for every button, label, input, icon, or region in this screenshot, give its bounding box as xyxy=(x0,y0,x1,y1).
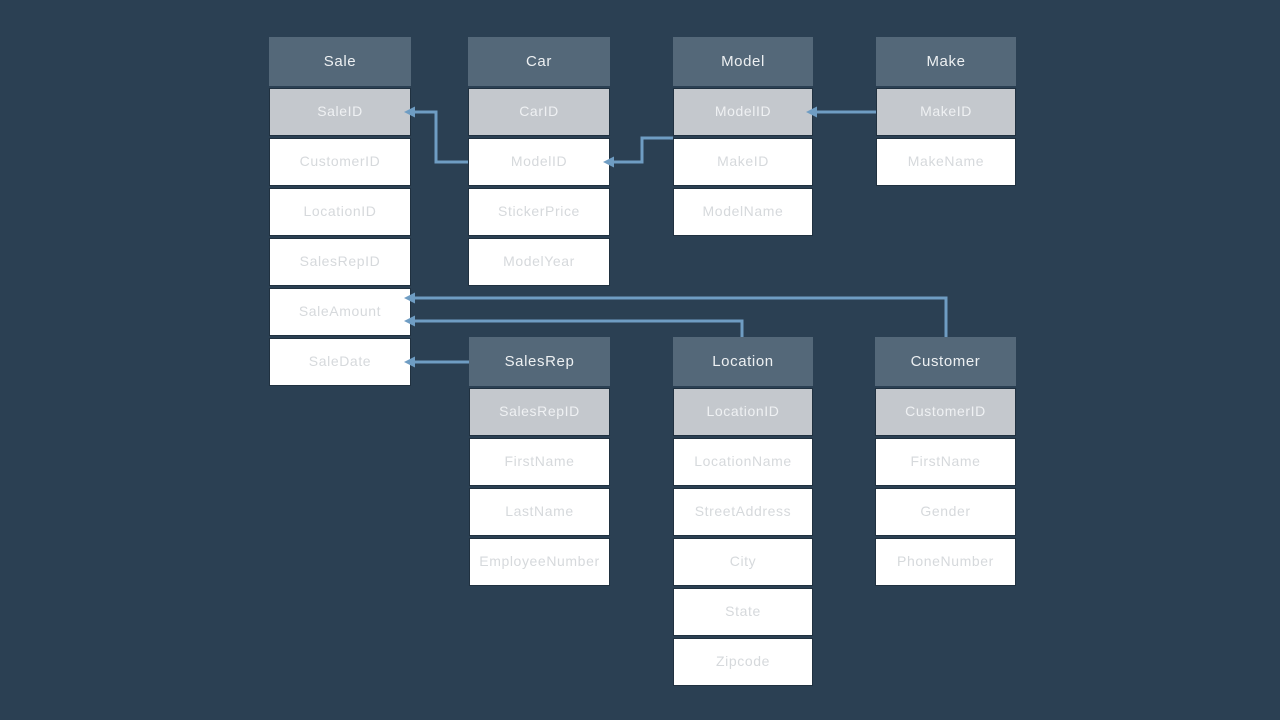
field-model-modelname: ModelName xyxy=(673,188,813,236)
field-salesrep-firstname: FirstName xyxy=(469,438,610,486)
field-customer-firstname: FirstName xyxy=(875,438,1016,486)
field-model-makeid: MakeID xyxy=(673,138,813,186)
connector-sale-saleid-to-car-modelid xyxy=(411,110,468,164)
table-model-title: Model xyxy=(673,37,813,86)
field-customer-phonenumber: PhoneNumber xyxy=(875,538,1016,586)
field-model-modelid: ModelID xyxy=(673,88,813,136)
field-sale-saleid: SaleID xyxy=(269,88,411,136)
field-car-modelyear: ModelYear xyxy=(468,238,610,286)
field-customer-customerid: CustomerID xyxy=(875,388,1016,436)
connector-car-modelid-to-model-modelid xyxy=(610,136,673,164)
field-salesrep-lastname: LastName xyxy=(469,488,610,536)
field-location-zipcode: Zipcode xyxy=(673,638,813,686)
field-location-streetaddress: StreetAddress xyxy=(673,488,813,536)
table-car-title: Car xyxy=(468,37,610,86)
connector-sale-to-customer xyxy=(411,296,948,337)
field-sale-saledate: SaleDate xyxy=(269,338,411,386)
field-customer-gender: Gender xyxy=(875,488,1016,536)
field-sale-locationid: LocationID xyxy=(269,188,411,236)
table-location-title: Location xyxy=(673,337,813,386)
connector-sale-to-location xyxy=(411,319,744,337)
field-make-makename: MakeName xyxy=(876,138,1016,186)
field-sale-saleamount: SaleAmount xyxy=(269,288,411,336)
field-salesrep-salesrepid: SalesRepID xyxy=(469,388,610,436)
field-location-locationid: LocationID xyxy=(673,388,813,436)
field-location-state: State xyxy=(673,588,813,636)
field-make-makeid: MakeID xyxy=(876,88,1016,136)
field-car-modelid: ModelID xyxy=(468,138,610,186)
field-sale-customerid: CustomerID xyxy=(269,138,411,186)
field-sale-salesrepid: SalesRepID xyxy=(269,238,411,286)
field-salesrep-employeenumber: EmployeeNumber xyxy=(469,538,610,586)
field-car-stickerprice: StickerPrice xyxy=(468,188,610,236)
field-location-city: City xyxy=(673,538,813,586)
field-car-carid: CarID xyxy=(468,88,610,136)
field-location-locationname: LocationName xyxy=(673,438,813,486)
table-customer-title: Customer xyxy=(875,337,1016,386)
table-make-title: Make xyxy=(876,37,1016,86)
table-salesrep-title: SalesRep xyxy=(469,337,610,386)
table-sale-title: Sale xyxy=(269,37,411,86)
